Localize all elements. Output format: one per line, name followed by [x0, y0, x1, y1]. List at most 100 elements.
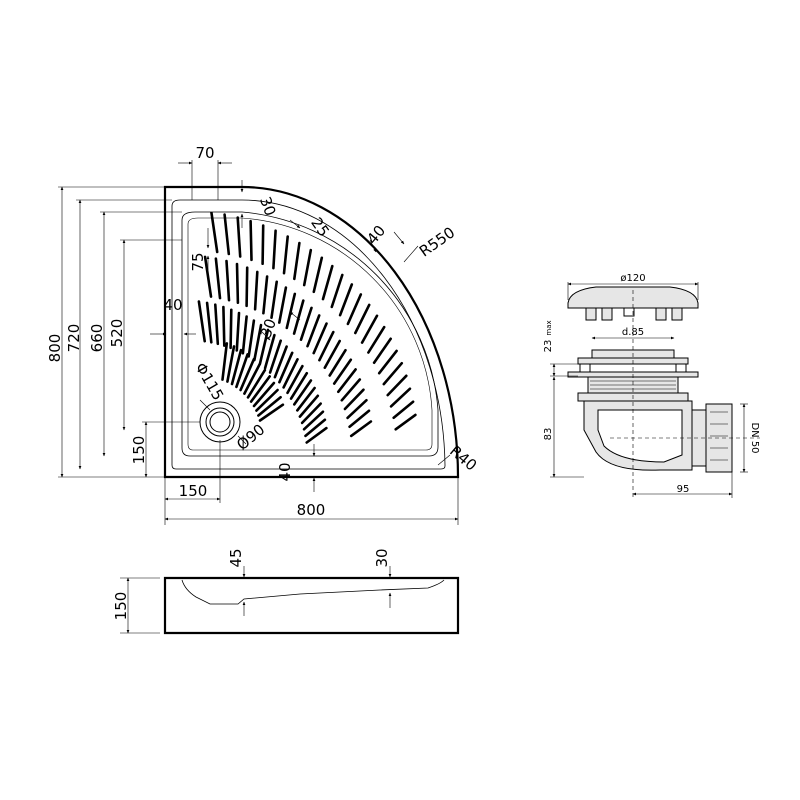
hatch-stroke [353, 303, 371, 335]
hatch-stroke [246, 368, 267, 399]
hatch-stroke [282, 357, 299, 389]
hatch-stroke [247, 319, 256, 358]
hatch-stroke [349, 420, 373, 438]
dim-overall-width: 800 [297, 501, 326, 519]
hatch-stroke [282, 235, 290, 275]
hatch-stroke [253, 270, 259, 311]
tray-basin-edge [181, 211, 439, 457]
hatch-stroke [392, 400, 415, 420]
hatch-stroke [377, 349, 398, 375]
dim-bottom-40: 40 [276, 462, 294, 481]
hatch-stroke [226, 345, 236, 383]
dim-drain-phi-115: Φ115 [191, 359, 227, 403]
hatch-stroke [338, 283, 354, 317]
hatch-stroke [261, 224, 265, 266]
dim-rim-40-arc: 40 [363, 222, 389, 248]
dim-rim-70: 70 [195, 144, 214, 162]
hatch-stroke [389, 387, 412, 408]
dim-drain-150-vertical: 150 [130, 436, 148, 465]
hatch-stroke [229, 308, 233, 350]
hatch-stroke [235, 311, 241, 352]
tray-outer-outline [163, 185, 460, 479]
hatch-stroke [235, 262, 240, 305]
hatch-stroke [258, 328, 270, 366]
dim-rim-25: 25 [307, 214, 333, 240]
hatch-stroke [332, 358, 353, 385]
section-dim-30: 30 [373, 548, 391, 567]
hatch-stroke [360, 314, 379, 344]
hatch-stroke [394, 413, 417, 431]
hatch-stroke [302, 248, 313, 287]
hatch-stroke [340, 378, 362, 402]
hatch-stroke [236, 216, 242, 258]
dim-inner-660: 660 [88, 324, 106, 353]
drain-detail-view: ø120 d.85 23 max 83 95 DN 50 [543, 273, 760, 498]
drain-dim-outlet-dn50: DN 50 [749, 422, 760, 453]
hatch-stroke [239, 357, 256, 392]
drain-dim-inner-85: d.85 [622, 327, 644, 338]
hatch-stroke [255, 388, 279, 412]
dim-rim-30: 30 [256, 194, 279, 218]
hatch-stroke [298, 394, 320, 418]
tray-rim-line [171, 199, 446, 470]
hatch-stroke [386, 374, 408, 397]
section-dim-45: 45 [227, 548, 245, 567]
hatch-stroke [299, 306, 313, 342]
hatch-stroke [346, 398, 368, 420]
drain-dim-height-83: 83 [543, 428, 554, 441]
hatch-stroke [249, 219, 253, 262]
plan-dimension-lines [58, 160, 459, 525]
hatch-stroke [205, 301, 213, 344]
hatch-stroke [230, 348, 243, 386]
hatch-stroke [278, 351, 294, 384]
hatch-stroke [221, 342, 229, 381]
hatch-stroke [292, 241, 301, 281]
hatch-stroke [225, 259, 231, 302]
hatch-stroke [270, 280, 279, 320]
dim-overall-height: 800 [46, 334, 64, 363]
hatch-stroke [252, 381, 276, 408]
hatch-stroke [348, 409, 371, 429]
dim-inner-520: 520 [108, 319, 126, 348]
hatch-stroke [257, 395, 282, 417]
hatch-stroke [285, 292, 297, 330]
hatch-stroke [336, 368, 357, 394]
hatch-stroke [292, 299, 305, 335]
hatch-stroke [197, 300, 206, 343]
hatch-stroke [263, 333, 276, 370]
anti-slip-pattern [197, 212, 417, 444]
section-view: 150 45 30 [112, 548, 460, 635]
plan-view: 800 720 660 520 150 70 30 25 40 R550 75 … [46, 144, 480, 525]
hatch-stroke [277, 286, 288, 324]
hatch-stroke [210, 212, 219, 254]
dim-offset-75: 75 [189, 252, 207, 271]
hatch-stroke [305, 426, 328, 444]
hatch-stroke [289, 371, 309, 400]
drain-outlet [199, 401, 241, 443]
dim-corner-r40: R40 [446, 442, 480, 475]
hatch-stroke [321, 264, 334, 301]
section-outline [163, 576, 460, 635]
hatch-stroke [223, 213, 231, 256]
hatch-stroke [312, 256, 324, 294]
hatch-stroke [367, 325, 386, 354]
hatch-stroke [346, 293, 363, 326]
hatch-stroke [372, 337, 393, 365]
hatch-stroke [304, 418, 327, 438]
hatch-stroke [323, 339, 342, 370]
hatch-stroke [286, 364, 304, 395]
section-dim-150: 150 [112, 592, 130, 621]
dim-inner-720: 720 [65, 324, 83, 353]
hatch-stroke [382, 361, 404, 386]
hatch-stroke [268, 339, 283, 374]
hatch-stroke [272, 229, 277, 270]
hatch-stroke [300, 402, 323, 425]
dim-inner-30: 30 [257, 316, 280, 340]
hatch-stroke [306, 314, 321, 348]
hatch-stroke [253, 323, 263, 362]
hatch-stroke [295, 386, 316, 412]
section-basin-profile [181, 579, 445, 605]
hatch-stroke [203, 255, 213, 298]
dim-side-40-left: 40 [163, 296, 182, 314]
